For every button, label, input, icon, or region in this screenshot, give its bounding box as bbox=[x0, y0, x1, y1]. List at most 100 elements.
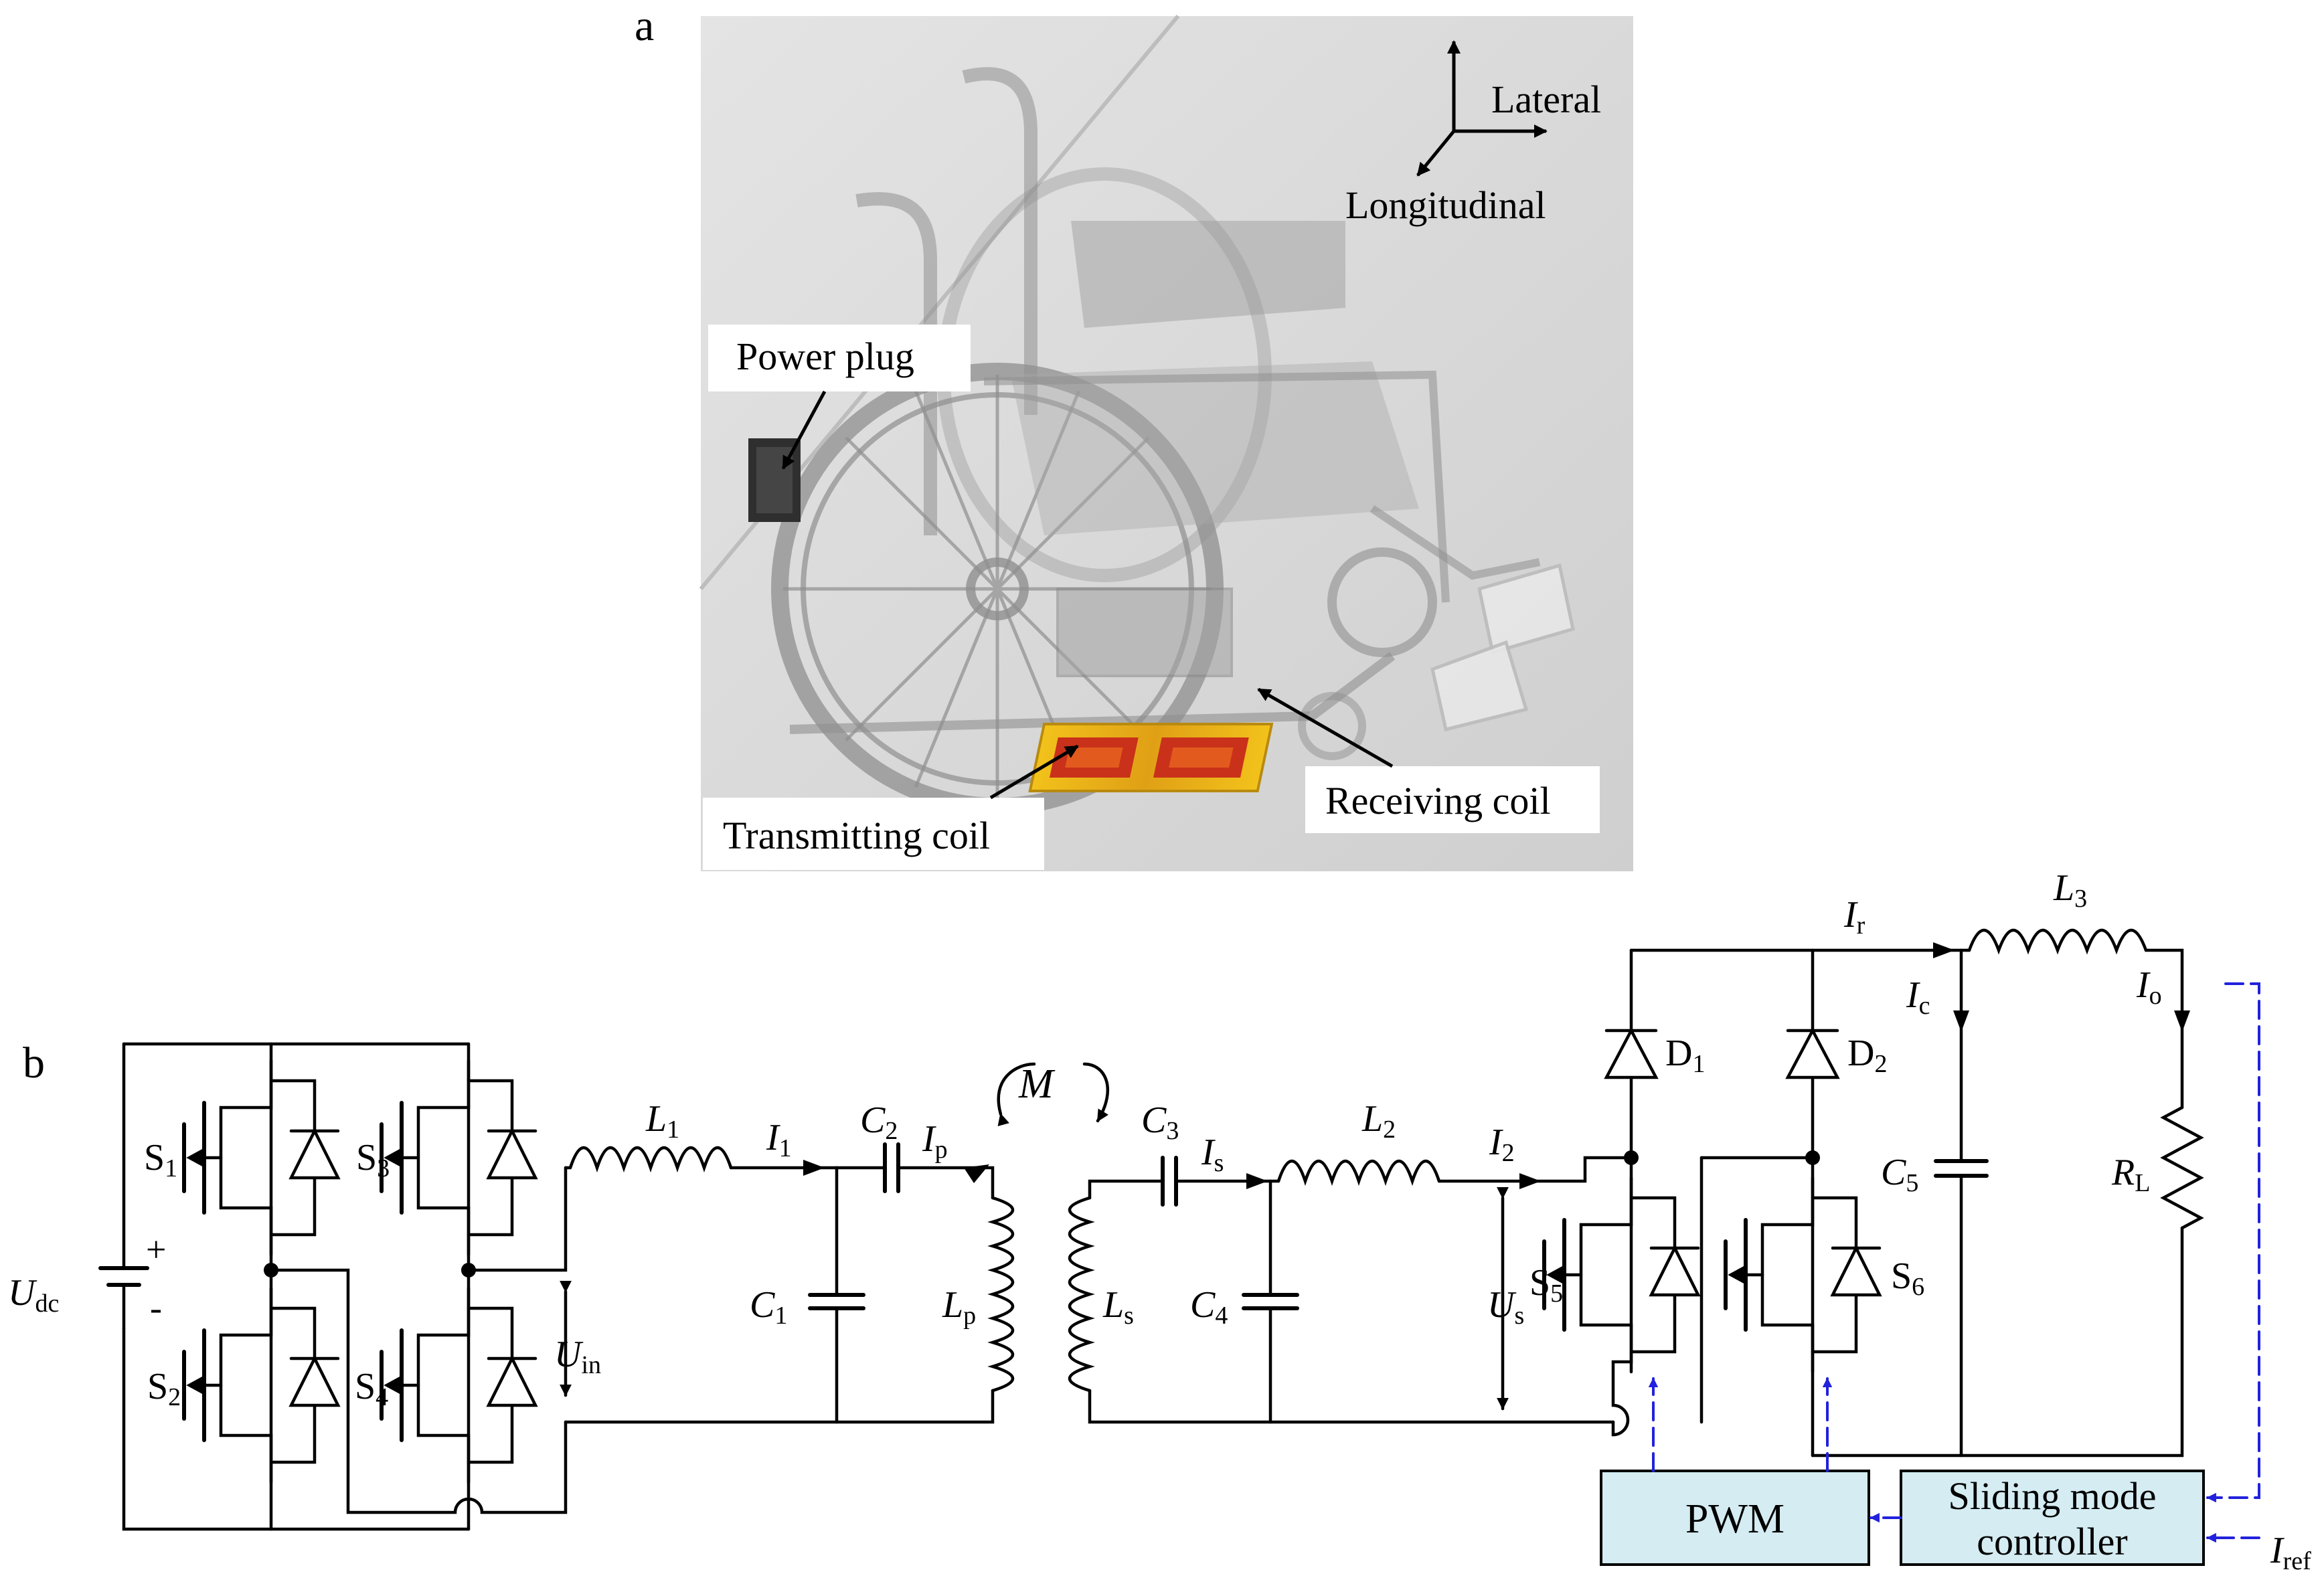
callout-receiving-coil: Receiving coil bbox=[1257, 687, 1600, 833]
label-c4: C4 bbox=[1190, 1284, 1228, 1330]
label-s4: S4 bbox=[355, 1366, 388, 1411]
transmitting-coil-label-box bbox=[703, 798, 1044, 870]
label-io: Io bbox=[2136, 964, 2162, 1010]
power-plug-label-box bbox=[708, 325, 971, 391]
node-rect-right bbox=[1805, 1150, 1820, 1165]
wire-c2-out bbox=[896, 1166, 995, 1200]
pwm-box bbox=[1600, 1470, 1870, 1566]
label-ls: Ls bbox=[1102, 1284, 1134, 1330]
label-l2: L2 bbox=[1361, 1098, 1396, 1144]
node-dots bbox=[264, 1150, 1820, 1277]
arrow-i1 bbox=[803, 1160, 825, 1176]
panel-a-label: a bbox=[635, 1, 654, 50]
label-c1: C1 bbox=[750, 1284, 787, 1330]
control-signals bbox=[1648, 982, 2260, 1543]
arrow-ir bbox=[1933, 942, 1955, 958]
push-handle-1 bbox=[962, 67, 1038, 415]
callout-power-plug: Power plug bbox=[708, 325, 971, 470]
wire-l3-out bbox=[2144, 948, 2184, 1110]
label-s2: S2 bbox=[147, 1366, 181, 1411]
axes-indicator: Lateral Longitudinal bbox=[1345, 40, 1601, 227]
wire-primary-return bbox=[564, 1389, 995, 1424]
transmitting-coil-arrow bbox=[989, 744, 1079, 800]
switch-s6 bbox=[1724, 1176, 1882, 1374]
arrow-is bbox=[1246, 1173, 1268, 1189]
controller-label-line1: Sliding mode bbox=[1948, 1474, 2157, 1518]
label-ir: Ir bbox=[1843, 894, 1865, 940]
label-m: M bbox=[1018, 1061, 1056, 1107]
label-d1: D1 bbox=[1665, 1033, 1705, 1078]
push-handle-2 bbox=[855, 192, 937, 535]
voltage-arrows bbox=[560, 1062, 1509, 1411]
footrest-frame bbox=[1370, 505, 1541, 580]
arrow-i2 bbox=[1519, 1173, 1541, 1189]
power-plug-face bbox=[756, 447, 793, 513]
wire-source-bottom bbox=[122, 1326, 471, 1531]
footplate-2 bbox=[1430, 640, 1529, 732]
switch-symbols bbox=[182, 1059, 1882, 1484]
inductor-ls bbox=[1068, 1196, 1095, 1393]
switch-s2 bbox=[182, 1286, 341, 1484]
label-iref: Iref bbox=[2270, 1530, 2311, 1575]
lateral-label: Lateral bbox=[1491, 78, 1601, 121]
label-s3: S3 bbox=[356, 1137, 390, 1182]
panel-b: b bbox=[8, 867, 2311, 1575]
wire-l2-out bbox=[1437, 1156, 1633, 1183]
coil-pad bbox=[1028, 723, 1274, 792]
power-plug-arrow bbox=[781, 390, 827, 470]
wire-ac-out-top bbox=[467, 1166, 568, 1272]
controller-box bbox=[1900, 1470, 2205, 1566]
transmitting-coil-core bbox=[1065, 747, 1123, 768]
callout-transmitting-coil: Transmitting coil bbox=[703, 744, 1079, 870]
diode-d1 bbox=[1604, 1027, 1659, 1079]
arrow-io bbox=[2174, 1010, 2190, 1032]
resistor-rl bbox=[2160, 1106, 2204, 1230]
pwm-label: PWM bbox=[1685, 1496, 1784, 1542]
wire-secondary-return bbox=[1088, 1389, 1615, 1424]
switch-s3 bbox=[380, 1059, 538, 1257]
label-uin: Uin bbox=[554, 1334, 601, 1379]
label-l1: L1 bbox=[645, 1098, 679, 1144]
footplate-1 bbox=[1477, 563, 1575, 655]
wheelchair-render bbox=[699, 15, 1633, 871]
label-ic: Ic bbox=[1906, 974, 1930, 1020]
source-minus: - bbox=[150, 1288, 162, 1328]
receiving-coil-label: Receiving coil bbox=[1325, 779, 1551, 822]
switch-s1 bbox=[182, 1059, 341, 1257]
switch-s4 bbox=[380, 1286, 538, 1484]
seat bbox=[1011, 361, 1419, 535]
label-i1: I1 bbox=[766, 1117, 792, 1162]
longitudinal-label: Longitudinal bbox=[1345, 183, 1546, 227]
panel-a: a bbox=[635, 1, 1633, 871]
label-is: Is bbox=[1201, 1132, 1224, 1177]
arrow-ic bbox=[1953, 1010, 1969, 1032]
rectifier-diodes bbox=[1604, 1027, 1840, 1079]
receiving-coil-label-box bbox=[1305, 766, 1600, 833]
label-rl: RL bbox=[2111, 1152, 2150, 1197]
label-s1: S1 bbox=[144, 1137, 177, 1182]
inductor-l3 bbox=[1967, 928, 2148, 955]
arrow-ip bbox=[964, 1164, 989, 1183]
longitudinal-axis-arrow bbox=[1416, 130, 1455, 177]
label-d2: D2 bbox=[1847, 1033, 1887, 1078]
power-plug-label: Power plug bbox=[736, 335, 914, 378]
lower-frame bbox=[789, 652, 1396, 734]
current-arrows bbox=[803, 942, 2190, 1189]
switch-s5 bbox=[1542, 1176, 1701, 1374]
controller-label-line2: controller bbox=[1977, 1520, 2127, 1563]
receiving-coil-core bbox=[1169, 747, 1234, 768]
label-us: Us bbox=[1487, 1284, 1524, 1330]
receiving-coil-arrow bbox=[1257, 687, 1394, 768]
label-lp: Lp bbox=[942, 1284, 976, 1330]
node-leg2 bbox=[461, 1263, 476, 1277]
label-c3: C3 bbox=[1141, 1099, 1179, 1145]
signal-io-feedback bbox=[2206, 982, 2260, 1503]
label-i2: I2 bbox=[1489, 1122, 1515, 1167]
label-s5: S5 bbox=[1529, 1262, 1563, 1308]
arrow-m-left bbox=[997, 1062, 1036, 1126]
front-wheel bbox=[1327, 547, 1437, 657]
inductor-lp bbox=[987, 1196, 1015, 1393]
armrest-frame bbox=[983, 370, 1450, 603]
